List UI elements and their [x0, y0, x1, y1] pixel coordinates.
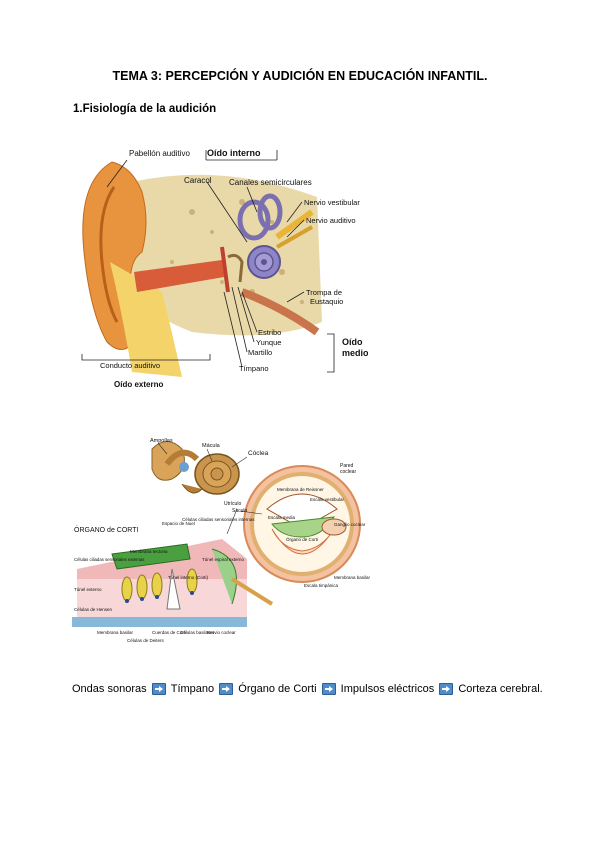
- label-oido-externo: Oído externo: [114, 380, 163, 389]
- flow-item-organo-corti: Órgano de Corti: [238, 683, 317, 696]
- label-canales-semicirculares: Canales semicirculares: [229, 178, 312, 187]
- label-tunel-interno: Túnel interno (Corti): [168, 575, 209, 580]
- label-martillo: Martillo: [248, 348, 272, 357]
- label-cuerdas-corti: Cuerdas de Corti: [152, 630, 186, 635]
- label-utriculo: Utrículo: [224, 501, 241, 507]
- arrow-right-icon: [151, 683, 166, 696]
- arrow-right-icon: [439, 683, 454, 696]
- label-eustaquio: Eustaquio: [310, 297, 343, 306]
- label-membrana-basilar: Membrana basilar: [334, 575, 371, 580]
- label-tunel-espiral: Túnel espiral externo: [202, 557, 245, 562]
- label-espacio-nuel: Espacio de Nuel: [162, 521, 195, 526]
- label-ampollas: Ampollas: [150, 438, 173, 444]
- label-coclea: Cóclea: [248, 450, 269, 457]
- label-celulas-ciliadas-externas: Células ciliadas sensoriales externas: [74, 557, 144, 562]
- flow-item-timpano: Tímpano: [170, 683, 215, 696]
- label-membrana-tectoria: Membrana tectoria: [130, 549, 168, 554]
- hearing-flow-sentence: Ondas sonoras Tímpano Órgano de Corti Im…: [72, 683, 543, 696]
- cochlea-figure: Ampollas Mácula Cóclea Utrículo Sáculo P…: [72, 429, 374, 649]
- organ-of-corti-illustration: Ampollas Mácula Cóclea Utrículo Sáculo P…: [72, 429, 374, 649]
- label-pared-coclear: coclear: [340, 469, 356, 475]
- label-pared: Pared: [340, 463, 354, 469]
- label-membrana-basilar-2: Membrana basilar: [97, 630, 134, 635]
- label-timpano: Tímpano: [239, 364, 269, 373]
- section-heading: 1.Fisiología de la audición: [73, 103, 217, 115]
- label-oido-interno: Oído interno: [207, 148, 261, 158]
- label-escala-media: Escala media: [268, 515, 296, 520]
- label-tunel-externo: Túnel externo: [74, 587, 102, 592]
- label-ganglio-coclear: Ganglio coclear: [334, 522, 366, 527]
- label-estribo: Estribo: [258, 328, 281, 337]
- ear-anatomy-figure: Pabellón auditivo Oído interno Caracol C…: [72, 142, 369, 392]
- label-celulas-deiters: Células de Deiters: [127, 638, 165, 643]
- label-pabellon-auditivo: Pabellón auditivo: [129, 149, 190, 158]
- label-macula: Mácula: [202, 443, 221, 449]
- flow-item-corteza: Corteza cerebral.: [458, 683, 543, 696]
- arrow-right-icon: [219, 683, 234, 696]
- label-conducto-auditivo: Conducto auditivo: [100, 361, 160, 370]
- label-yunque: Yunque: [256, 338, 281, 347]
- label-organo-corti-heading: ÓRGANO de CORTI: [74, 525, 138, 534]
- label-membrana-reissner: Membrana de Reissner: [277, 487, 324, 492]
- label-escala-timpanica: Escala timpánica: [304, 583, 339, 588]
- label-celulas-basilares: Células basilares: [180, 630, 215, 635]
- label-caracol: Caracol: [184, 176, 212, 185]
- page-title: TEMA 3: PERCEPCIÓN Y AUDICIÓN EN EDUCACI…: [112, 69, 488, 83]
- flow-item-ondas: Ondas sonoras: [72, 683, 147, 696]
- label-nervio-coclear: Nervio coclear: [207, 630, 236, 635]
- flow-item-impulsos: Impulsos eléctricos: [340, 683, 435, 696]
- arrow-right-icon: [321, 683, 336, 696]
- label-nervio-auditivo: Nervio auditivo: [306, 216, 356, 225]
- label-organo-de-corti: Órgano de Corti: [286, 536, 318, 542]
- label-celulas-hensen: Células de Hensen: [74, 607, 113, 612]
- label-oido-medio-2: medio: [342, 348, 368, 358]
- label-oido-medio: Oído: [342, 337, 363, 347]
- label-celulas-ciliadas-internas: Células ciliadas sensoriales internas: [182, 517, 255, 522]
- ear-anatomy-illustration: Pabellón auditivo Oído interno Caracol C…: [72, 142, 369, 392]
- label-saculo: Sáculo: [232, 508, 248, 514]
- label-nervio-vestibular: Nervio vestibular: [304, 198, 360, 207]
- label-escala-vestibular: Escala vestibular: [310, 497, 345, 502]
- label-trompa: Trompa de: [306, 288, 342, 297]
